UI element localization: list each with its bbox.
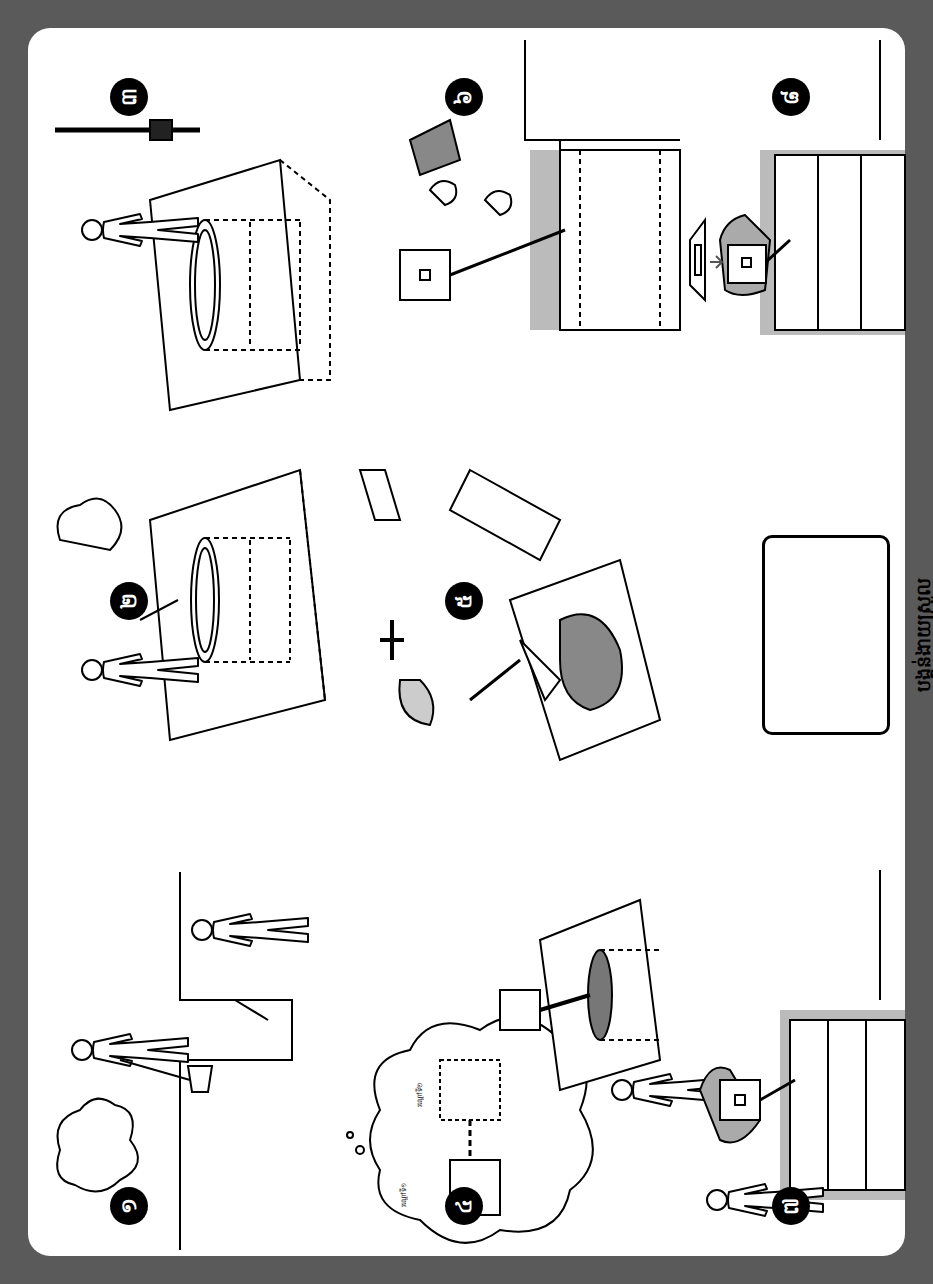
logo-box: បង្គន់ងាយស្រួល <box>762 535 890 735</box>
callout-number: ២ <box>110 582 148 620</box>
pit-label: រណ្តៅទី២ <box>415 1083 425 1107</box>
step-number: ២ <box>110 582 148 620</box>
logo-text: បង្គន់ងាយស្រួល <box>908 540 933 730</box>
callout-number: ៥ <box>445 582 483 620</box>
step-number: ៨ <box>772 78 810 116</box>
callout-number: ៣ <box>110 78 148 116</box>
callout-number: ៤ <box>445 1187 483 1225</box>
callout-number: ៦ <box>445 78 483 116</box>
callout-number: ៨ <box>772 78 810 116</box>
step-number: ១ <box>110 1187 148 1225</box>
step-number: ៧ <box>772 1187 810 1225</box>
step-number: ៣ <box>110 78 148 116</box>
pit-label: រណ្តៅទី១ <box>399 1183 409 1207</box>
step-number: ៤ <box>445 1187 483 1225</box>
step-number: ៦ <box>445 78 483 116</box>
step-number: ៥ <box>445 582 483 620</box>
callout-number: ៧ <box>772 1187 810 1225</box>
callout-number: ១ <box>110 1187 148 1225</box>
